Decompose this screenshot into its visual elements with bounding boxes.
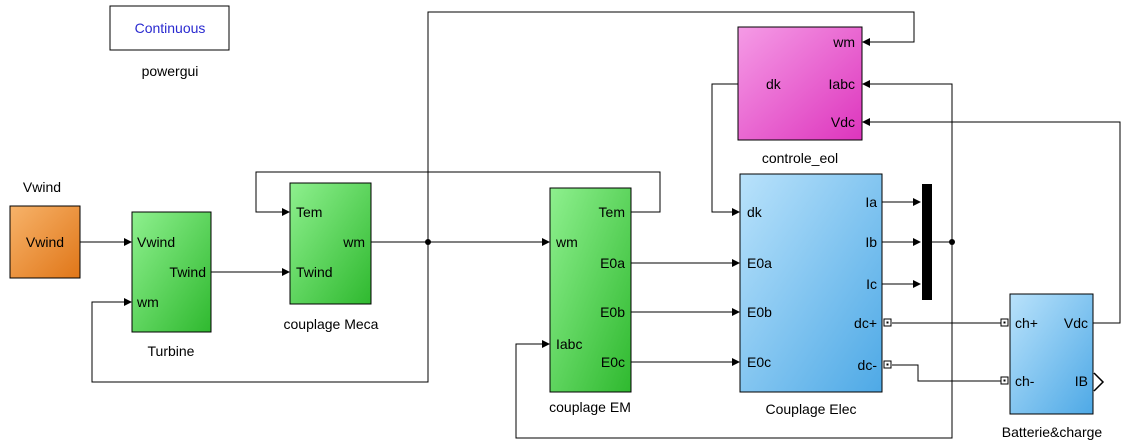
arrowhead bbox=[732, 358, 740, 366]
em-out-tem: Tem bbox=[599, 204, 625, 220]
em-in-wm: wm bbox=[555, 234, 578, 250]
arrowhead bbox=[732, 259, 740, 267]
elec-out-ia: Ia bbox=[865, 194, 877, 210]
turbine-block[interactable]: Vwind wm Twind Turbine bbox=[131, 211, 212, 359]
elec-out-dcminus: dc- bbox=[858, 357, 878, 373]
arrowhead bbox=[913, 238, 921, 246]
elec-in-e0b: E0b bbox=[747, 304, 772, 320]
line-dk[interactable] bbox=[711, 83, 738, 213]
arrowhead bbox=[732, 208, 740, 216]
turbine-box[interactable] bbox=[131, 211, 212, 333]
couplage-elec-box[interactable] bbox=[739, 173, 883, 393]
controle-in-iabc: Iabc bbox=[829, 76, 855, 92]
controle-in-vdc: Vdc bbox=[831, 114, 855, 130]
powergui-mode: Continuous bbox=[135, 20, 206, 36]
batterie-out-vdc: Vdc bbox=[1064, 315, 1088, 331]
arrowhead bbox=[913, 280, 921, 288]
line-tem-feedback[interactable] bbox=[255, 171, 661, 213]
powergui-name: powergui bbox=[142, 63, 199, 79]
arrowhead bbox=[542, 238, 550, 246]
elec-out-ib: Ib bbox=[865, 234, 877, 250]
powergui-box[interactable] bbox=[109, 5, 230, 51]
controle-eol-name: controle_eol bbox=[762, 150, 838, 166]
line-wm-to-controle[interactable] bbox=[427, 11, 915, 242]
batterie-name: Batterie&charge bbox=[1002, 424, 1103, 440]
arrowhead bbox=[124, 298, 132, 306]
couplage-em-box[interactable] bbox=[549, 187, 632, 393]
turbine-in-wm: wm bbox=[136, 294, 159, 310]
couplage-elec-block[interactable]: dk E0a E0b E0c Ia Ib Ic dc+ dc- Couplage… bbox=[739, 173, 892, 417]
mux-block[interactable] bbox=[922, 184, 932, 300]
line-vdc[interactable] bbox=[870, 121, 1121, 324]
arrowhead bbox=[862, 38, 870, 46]
powergui-block[interactable]: Continuous powergui bbox=[109, 5, 230, 79]
elec-in-e0c: E0c bbox=[747, 354, 771, 370]
arrowhead bbox=[542, 340, 550, 348]
turbine-out-twind: Twind bbox=[169, 264, 206, 280]
em-out-e0c: E0c bbox=[601, 354, 625, 370]
line-iabc-to-controle[interactable] bbox=[870, 83, 953, 243]
arrowhead bbox=[282, 208, 290, 216]
vwind-constant-block[interactable]: Vwind Vwind bbox=[9, 179, 81, 279]
turbine-name: Turbine bbox=[148, 343, 195, 359]
line-dc-minus[interactable] bbox=[892, 364, 1002, 382]
couplage-em-block[interactable]: wm Iabc Tem E0a E0b E0c couplage EM bbox=[549, 187, 632, 415]
line-wm-to-turbine[interactable] bbox=[91, 242, 429, 383]
elec-out-dcplus: dc+ bbox=[854, 315, 877, 331]
couplage-elec-name: Couplage Elec bbox=[765, 401, 856, 417]
meca-in-tem: Tem bbox=[296, 204, 322, 220]
port-dot bbox=[1003, 321, 1006, 324]
arrowhead bbox=[862, 80, 870, 88]
couplage-meca-box[interactable] bbox=[289, 182, 372, 305]
couplage-em-name: couplage EM bbox=[549, 399, 631, 415]
batterie-in-chminus: ch- bbox=[1015, 373, 1035, 389]
arrowhead bbox=[282, 268, 290, 276]
em-out-e0b: E0b bbox=[600, 304, 625, 320]
vwind-const-value: Vwind bbox=[26, 234, 64, 250]
em-in-iabc: Iabc bbox=[556, 336, 582, 352]
meca-in-twind: Twind bbox=[296, 264, 333, 280]
couplage-meca-name: couplage Meca bbox=[284, 316, 379, 332]
em-out-e0a: E0a bbox=[600, 255, 625, 271]
ib-output-chevron-icon bbox=[1093, 372, 1105, 392]
elec-in-e0a: E0a bbox=[747, 255, 772, 271]
port-dot bbox=[1003, 379, 1006, 382]
elec-in-dk: dk bbox=[747, 204, 763, 220]
batterie-box[interactable] bbox=[1009, 293, 1094, 415]
meca-out-wm: wm bbox=[342, 234, 365, 250]
arrowhead bbox=[124, 238, 132, 246]
controle-out-dk: dk bbox=[766, 76, 782, 92]
arrowhead bbox=[913, 198, 921, 206]
signal-lines bbox=[80, 11, 1121, 439]
port-dot bbox=[886, 321, 889, 324]
port-dot bbox=[886, 363, 889, 366]
controle-in-wm: wm bbox=[832, 34, 855, 50]
turbine-in-vwind: Vwind bbox=[137, 234, 175, 250]
arrowhead bbox=[732, 308, 740, 316]
batterie-out-ib: IB bbox=[1075, 373, 1088, 389]
elec-out-ic: Ic bbox=[866, 276, 877, 292]
line-iabc-to-em[interactable] bbox=[515, 242, 953, 439]
batterie-in-chplus: ch+ bbox=[1015, 315, 1038, 331]
couplage-meca-block[interactable]: Tem Twind wm couplage Meca bbox=[284, 182, 379, 332]
controle-eol-box[interactable] bbox=[737, 26, 863, 141]
vwind-const-name: Vwind bbox=[23, 179, 61, 195]
vwind-const-box[interactable] bbox=[9, 205, 81, 279]
arrowhead bbox=[862, 118, 870, 126]
batterie-block[interactable]: ch+ ch- Vdc IB Batterie&charge bbox=[1000, 293, 1105, 440]
controle-eol-block[interactable]: dk wm Iabc Vdc controle_eol bbox=[737, 26, 863, 166]
